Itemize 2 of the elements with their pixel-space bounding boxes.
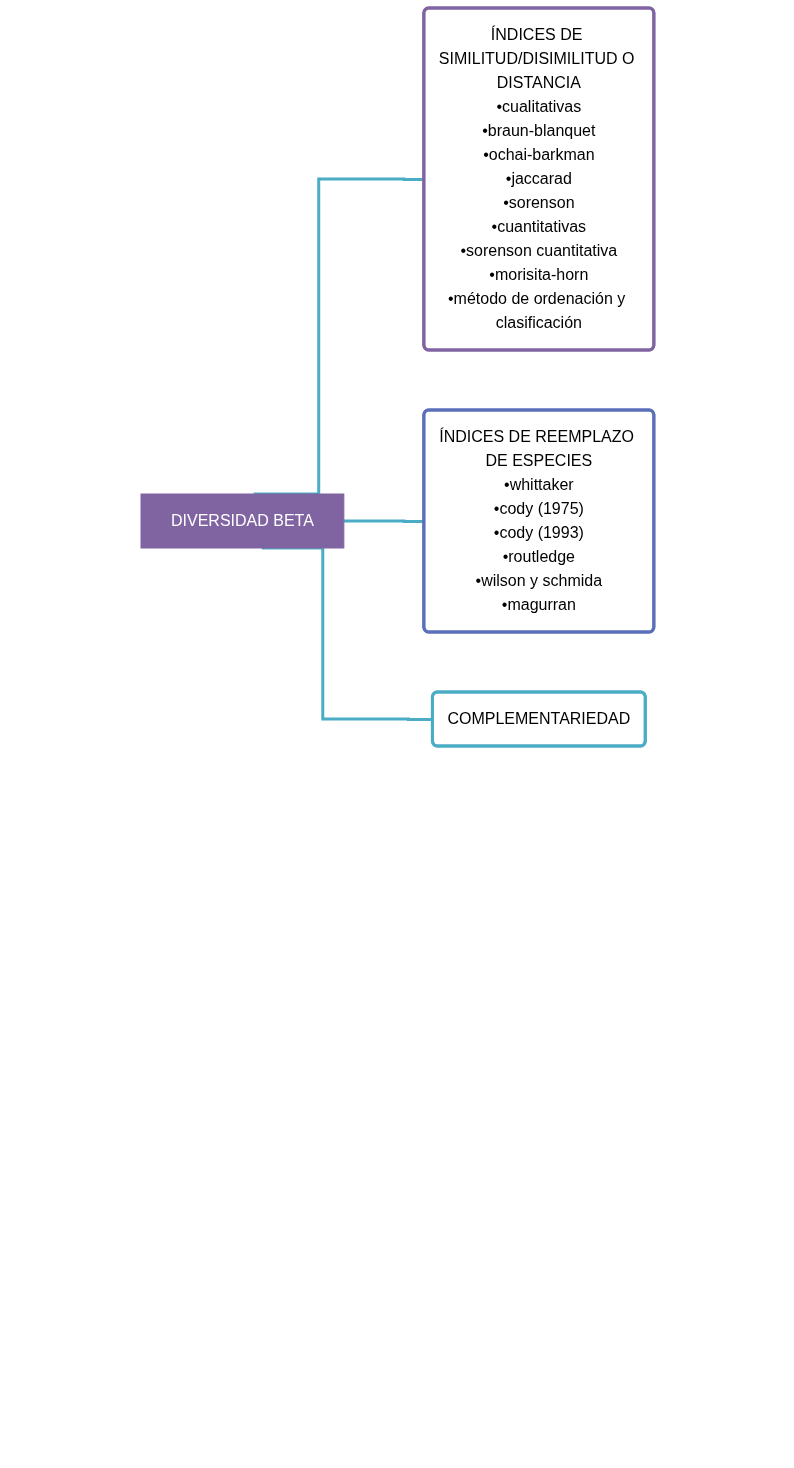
node-box: DIVERSIDAD BETA [140, 493, 344, 549]
connector [343, 519, 424, 523]
